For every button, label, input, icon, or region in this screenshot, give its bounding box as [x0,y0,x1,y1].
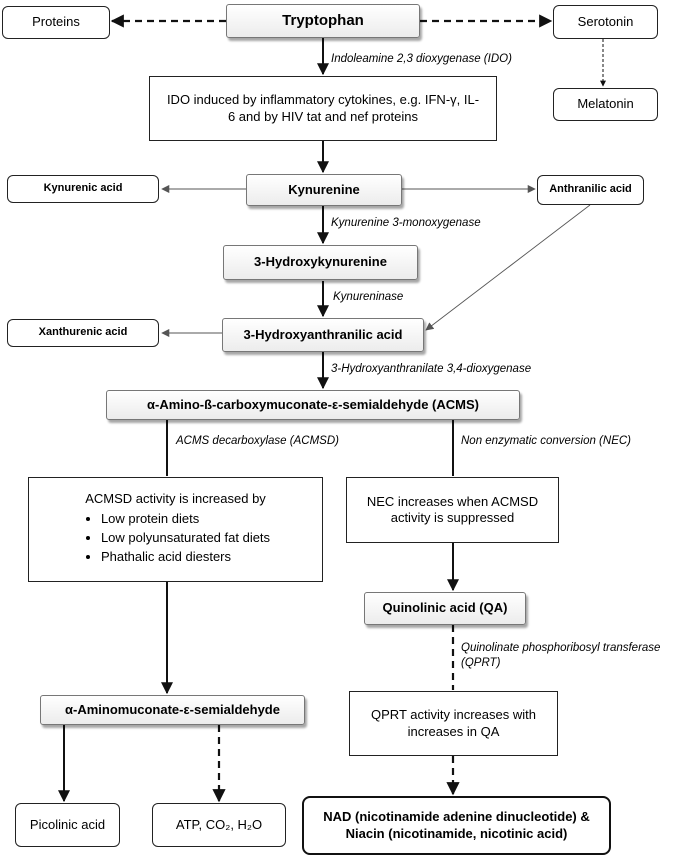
tryptophan-node: Tryptophan [226,4,420,38]
nad-niacin-node: NAD (nicotinamide adenine dinucleotide) … [302,796,611,855]
aminomuconate-node: α-Aminomuconate-ε-semialdehyde [40,695,305,725]
serotonin-label: Serotonin [577,13,634,29]
melatonin-label: Melatonin [577,96,634,112]
kynurenine-node: Kynurenine [246,174,402,206]
nec-enzyme-label: Non enzymatic conversion (NEC) [461,435,632,447]
quinolinic-acid-label: Quinolinic acid (QA) [382,600,508,616]
kmo-enzyme-label: Kynurenine 3-monoxygenase [331,217,481,229]
atp-co2-h2o-label: ATP, CO₂, H₂O [175,816,263,832]
picolinic-acid-node: Picolinic acid [15,803,120,847]
kynurenine-label: Kynurenine [288,181,360,197]
xanthurenic-acid-node: Xanthurenic acid [7,319,159,347]
anthranilic-acid-node: Anthranilic acid [537,175,644,205]
ido-enzyme-label: Indoleamine 2,3 dioxygenase (IDO) [331,53,512,65]
serotonin-node: Serotonin [553,5,658,39]
proteins-label: Proteins [32,14,80,30]
hydroxyanthranilic-acid-label: 3-Hydroxyanthranilic acid [243,326,403,342]
quinolinic-acid-node: Quinolinic acid (QA) [364,592,526,625]
kynureninase-enzyme-label: Kynureninase [333,291,404,303]
acmsd-factor-item: Phathalic acid diesters [101,549,270,565]
acmsd-factor-item: Low polyunsaturated fat diets [101,530,270,546]
acms-label: α-Amino-ß-carboxymuconate-ε-semialdehyde… [147,396,479,412]
hydroxykynurenine-node: 3-Hydroxykynurenine [223,245,418,280]
kynurenic-acid-node: Kynurenic acid [7,175,159,203]
kynurenic-acid-label: Kynurenic acid [43,182,123,195]
melatonin-node: Melatonin [553,88,658,121]
xanthurenic-acid-label: Xanthurenic acid [38,326,128,339]
arrow-anthranilic-to-hydroxyanthranilic [425,204,591,331]
atp-co2-h2o-node: ATP, CO₂, H₂O [152,803,286,847]
acmsd-activity-box: ACMSD activity is increased by Low prote… [28,477,323,582]
qprt-activity-box: QPRT activity increases with increases i… [349,691,558,756]
hydroxyanthranilic-acid-node: 3-Hydroxyanthranilic acid [222,318,424,352]
nec-increase-box: NEC increases when ACMSD activity is sup… [346,477,559,543]
haao-enzyme-label: 3-Hydroxyanthranilate 3,4-dioxygenase [331,363,532,375]
qprt-enzyme-label: Quinolinate phosphoribosyl transferase (… [461,642,661,669]
acmsd-factor-item: Low protein diets [101,511,270,527]
picolinic-acid-label: Picolinic acid [29,816,106,832]
acmsd-activity-list: Low protein diets Low polyunsaturated fa… [81,508,270,569]
nad-niacin-label: NAD (nicotinamide adenine dinucleotide) … [323,809,590,841]
acmsd-activity-title: ACMSD activity is increased by [85,490,266,506]
qprt-activity-text: QPRT activity increases with increases i… [371,707,536,739]
nec-increase-text: NEC increases when ACMSD activity is sup… [366,493,539,525]
tryptophan-label: Tryptophan [282,11,364,29]
hydroxykynurenine-label: 3-Hydroxykynurenine [254,254,387,270]
acmsd-enzyme-label: ACMS decarboxylase (ACMSD) [176,435,339,447]
aminomuconate-label: α-Aminomuconate-ε-semialdehyde [65,701,280,717]
ido-induction-text: IDO induced by inflammatory cytokines, e… [166,92,480,124]
ido-induction-box: IDO induced by inflammatory cytokines, e… [149,76,497,141]
acms-node: α-Amino-ß-carboxymuconate-ε-semialdehyde… [106,390,520,420]
anthranilic-acid-label: Anthranilic acid [549,183,632,196]
proteins-node: Proteins [2,6,110,39]
